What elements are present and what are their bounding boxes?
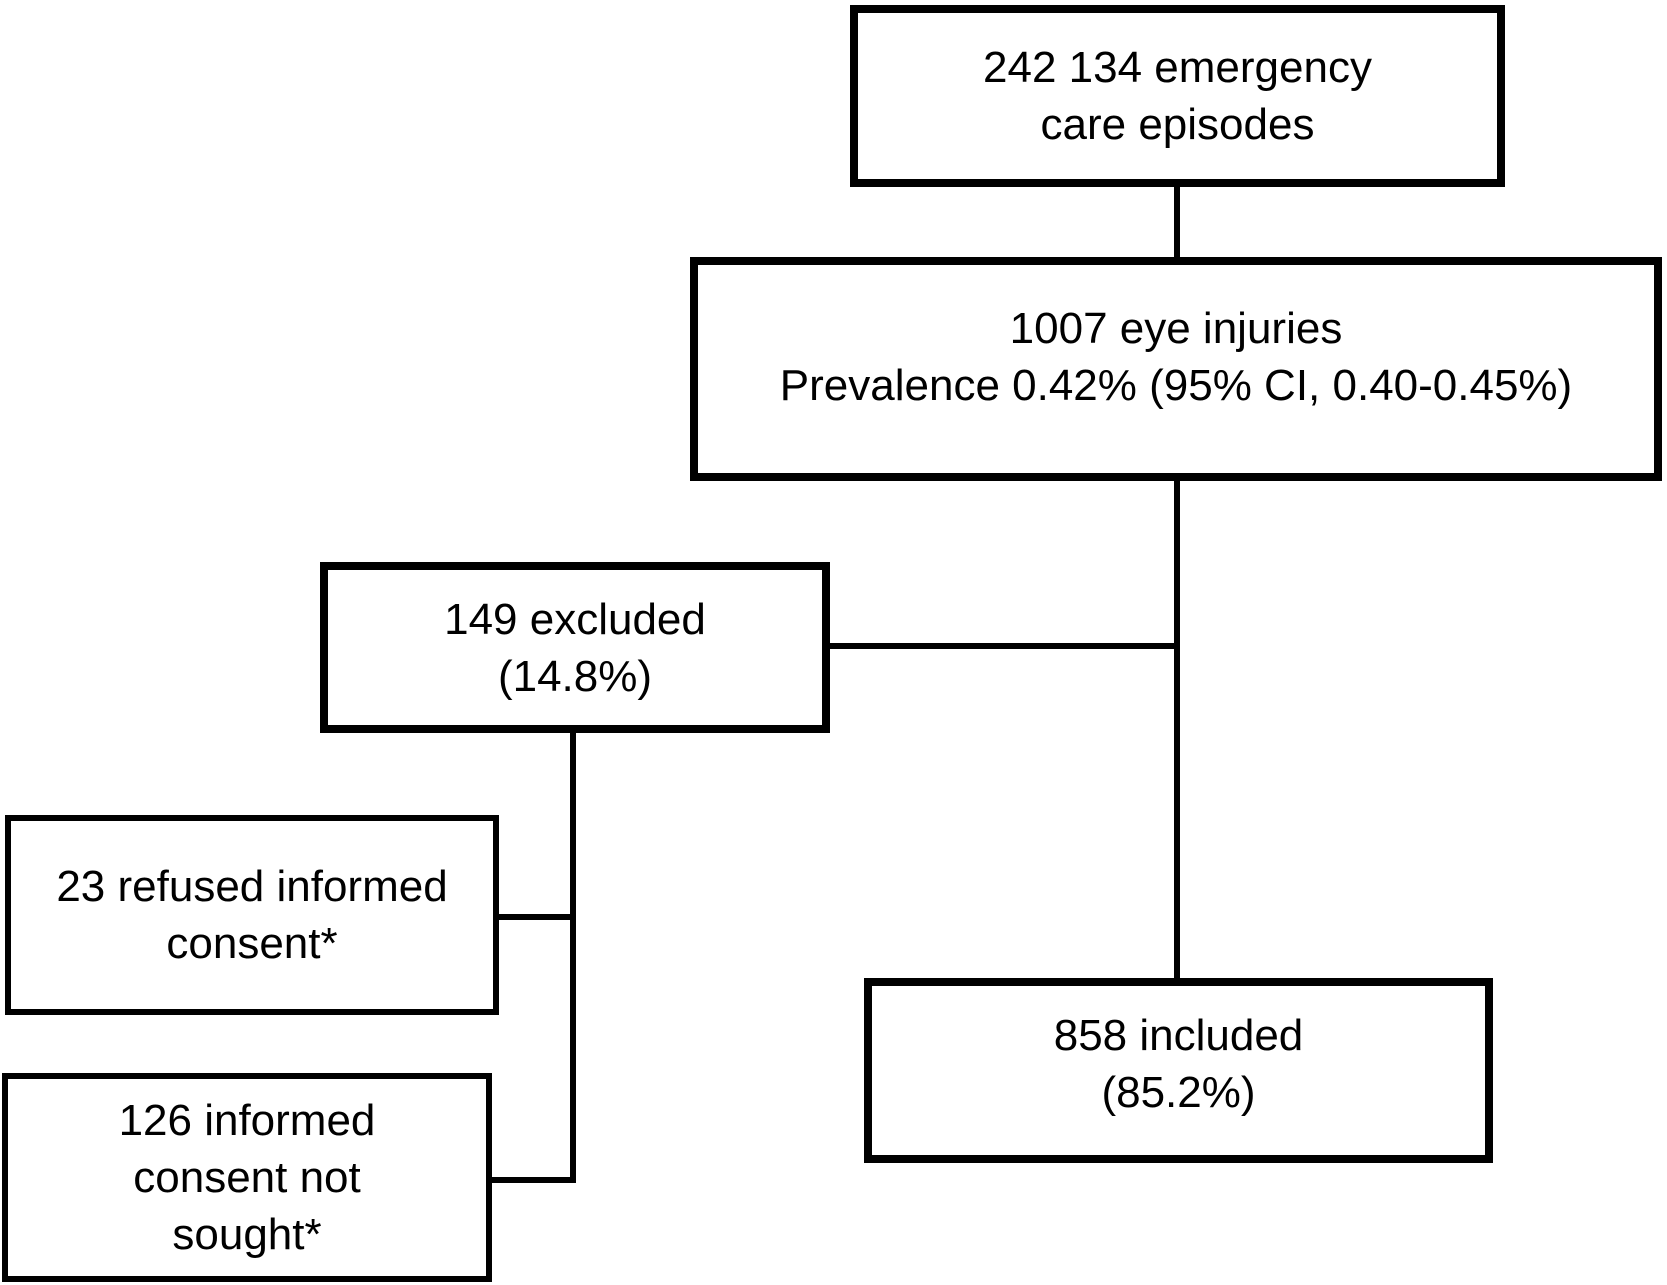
connector-excluded-down [570,731,576,1183]
box-eye-injuries-line2: Prevalence 0.42% (95% CI, 0.40-0.45%) [779,361,1573,410]
connector-injuries-to-included [1174,479,1180,982]
box-excluded-line1: 149 excluded [444,594,706,644]
box-consent-not-sought-line2: consent not [133,1153,361,1202]
box-refused-consent-line1: 23 refused informed [56,862,448,911]
box-emergency-episodes-line1: 242 134 emergency [983,43,1372,92]
box-excluded-line2: (14.8%) [497,651,653,701]
box-included: 858 included (85.2%) [864,978,1493,1163]
box-refused-consent-line2: consent* [166,919,338,968]
box-included-line2: (85.2%) [1101,1067,1256,1117]
box-emergency-episodes-line2: care episodes [1040,100,1315,149]
connector-excluded-branch [828,643,1180,649]
box-consent-not-sought-line3: sought* [172,1210,322,1259]
box-eye-injuries: 1007 eye injuries Prevalence 0.42% (95% … [690,257,1662,481]
box-refused-consent: 23 refused informed consent* [5,815,499,1015]
connector-episodes-to-injuries [1174,185,1180,261]
box-eye-injuries-line1: 1007 eye injuries [1009,304,1343,353]
box-consent-not-sought: 126 informed consent not sought* [2,1073,492,1282]
connector-not-sought-stub [490,1177,576,1183]
box-consent-not-sought-line1: 126 informed [118,1096,376,1145]
box-emergency-episodes: 242 134 emergency care episodes [850,5,1505,187]
box-excluded: 149 excluded (14.8%) [320,562,830,733]
box-included-line1: 858 included [1053,1010,1304,1060]
connector-refused-stub [497,914,576,920]
